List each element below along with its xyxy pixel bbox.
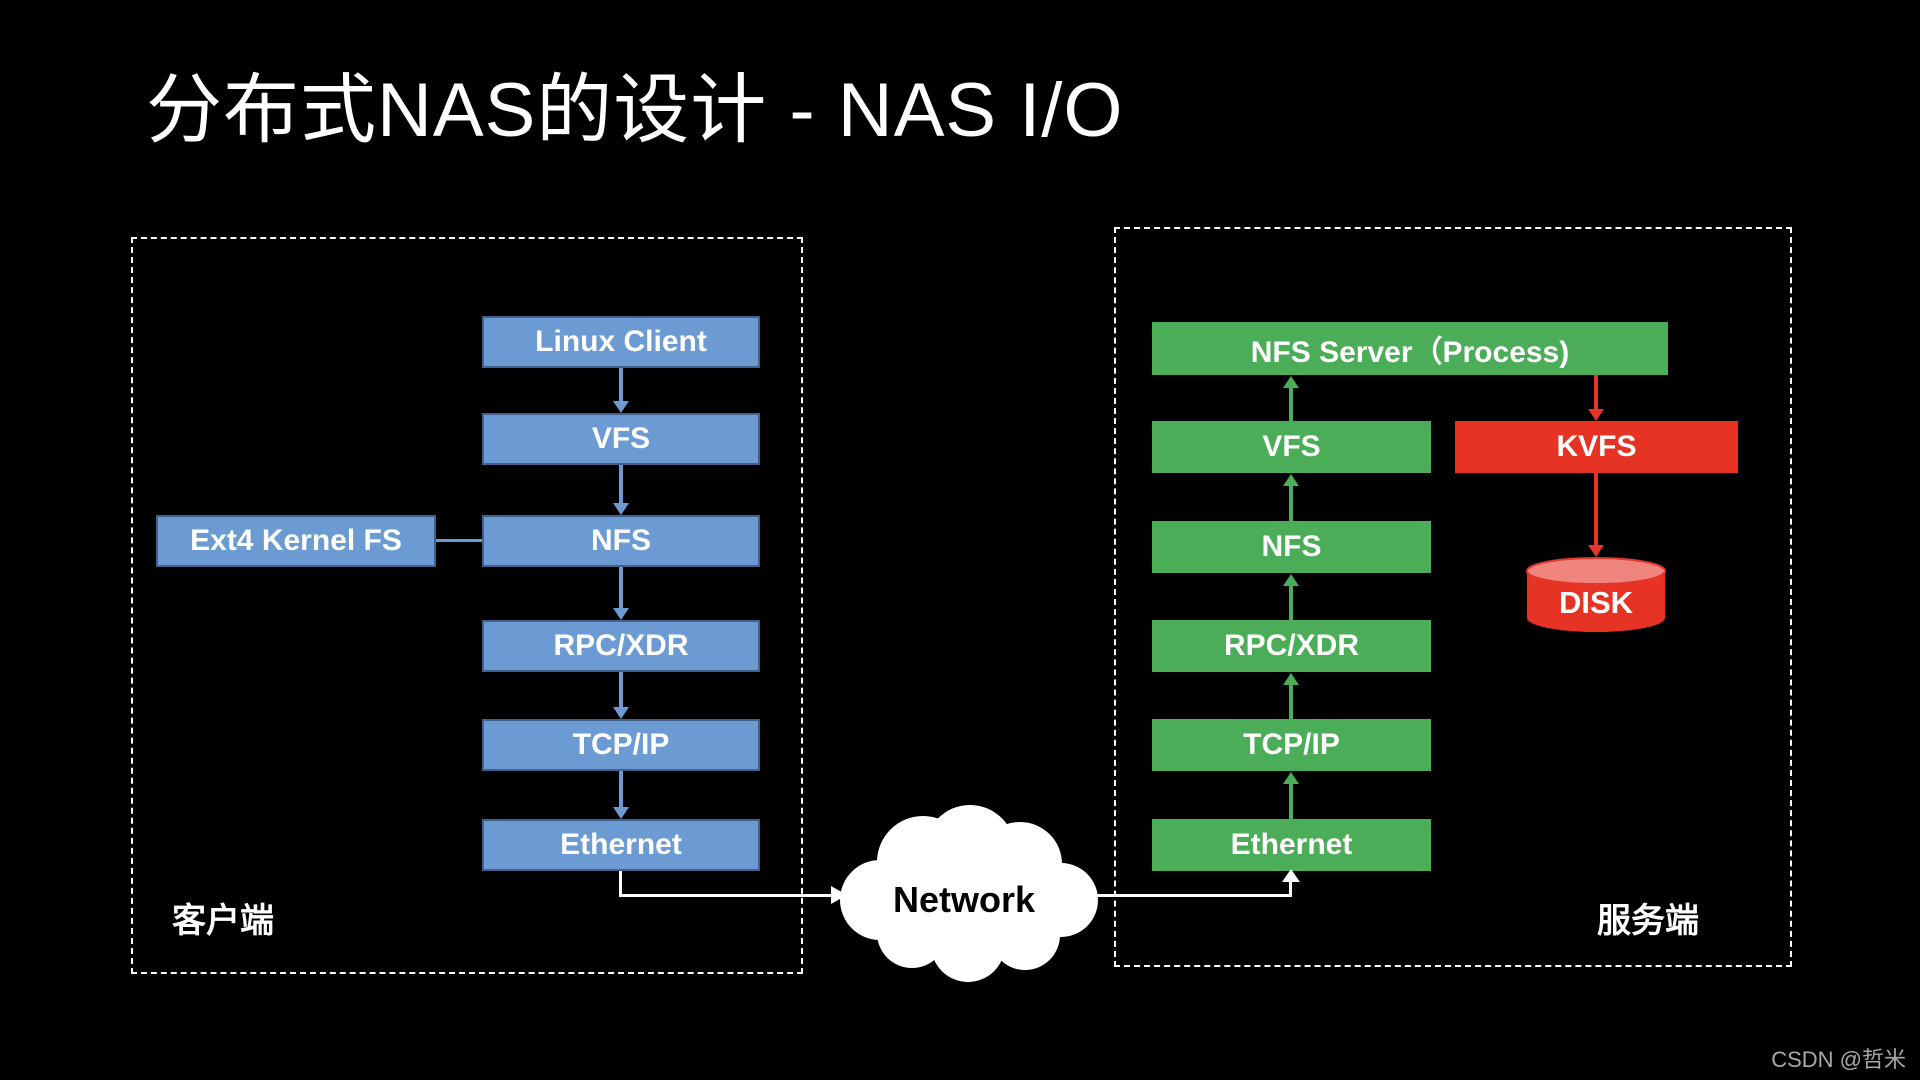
- node-client-rpc-xdr: RPC/XDR: [482, 620, 760, 672]
- page-title: 分布式NAS的设计 - NAS I/O: [146, 68, 1124, 153]
- node-server-tcp-ip: TCP/IP: [1152, 719, 1431, 771]
- node-client-tcp-ip: TCP/IP: [482, 719, 760, 771]
- network-cloud: Network: [840, 805, 1098, 982]
- node-client-vfs: VFS: [482, 413, 760, 465]
- node-nfs-server-process: NFS Server（Process): [1152, 322, 1668, 375]
- disk-cylinder: DISK: [1526, 557, 1666, 632]
- node-server-nfs: NFS: [1152, 521, 1431, 573]
- node-ext4-kernel-fs: Ext4 Kernel FS: [156, 515, 436, 567]
- node-linux-client: Linux Client: [482, 316, 760, 368]
- watermark: CSDN @哲米: [1771, 1047, 1906, 1072]
- connector-ext4-nfs: [436, 539, 482, 542]
- disk-label: DISK: [1559, 585, 1634, 620]
- server-panel: [1114, 227, 1792, 967]
- network-label: Network: [893, 879, 1036, 920]
- server-zone-label: 服务端: [1597, 902, 1699, 940]
- node-server-vfs: VFS: [1152, 421, 1431, 473]
- client-zone-label: 客户端: [172, 902, 274, 940]
- client-panel: [131, 237, 803, 974]
- node-server-ethernet: Ethernet: [1152, 819, 1431, 871]
- node-server-rpc-xdr: RPC/XDR: [1152, 620, 1431, 672]
- node-client-ethernet: Ethernet: [482, 819, 760, 871]
- node-client-nfs: NFS: [482, 515, 760, 567]
- node-kvfs: KVFS: [1455, 421, 1738, 473]
